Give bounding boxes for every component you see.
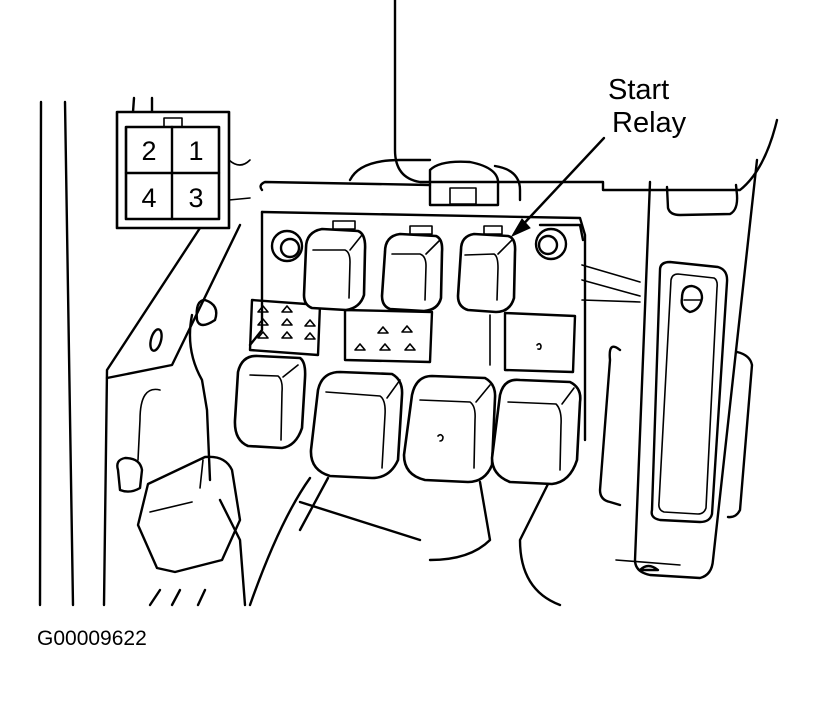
dash-outline [348, 0, 779, 202]
relay-bottom-4 [490, 378, 582, 486]
connector-pin-view: 2 1 4 3 [115, 96, 251, 230]
left-bracket [102, 223, 242, 607]
pin-label-1: 1 [188, 136, 203, 166]
mounting-nut [428, 160, 500, 207]
callout-leader-line [514, 136, 606, 234]
callout-label-line2: Relay [612, 107, 687, 139]
relay-bottom-1 [233, 354, 307, 450]
lower-left-connector [116, 388, 242, 607]
start-relay-callout: Start Relay [510, 74, 687, 238]
callout-arrowhead-icon [510, 218, 531, 238]
left-bolt [270, 229, 304, 263]
relay-bottom-3 [402, 374, 497, 484]
right-bolt [534, 227, 568, 261]
wire-harness [218, 476, 562, 607]
fuse-cavities-middle [354, 325, 416, 351]
panel-bolt [680, 284, 704, 314]
right-panel [581, 158, 759, 580]
figure-id: G00009622 [37, 627, 147, 650]
callout-label-line1: Start [608, 74, 669, 106]
fuse-cavities-left [257, 305, 316, 340]
pin-label-3: 3 [188, 183, 203, 213]
relay-top-2 [380, 225, 444, 313]
start-relay [456, 225, 517, 314]
relay-block [248, 160, 587, 442]
pin-label-2: 2 [141, 136, 156, 166]
relay-marking [437, 433, 444, 442]
left-pillar [38, 100, 75, 607]
nut-hex-icon [449, 187, 477, 205]
pin-label-4: 4 [141, 183, 156, 213]
relay-top-1 [302, 220, 367, 312]
block-cover [503, 311, 577, 374]
relay-bottom-2 [309, 370, 404, 480]
